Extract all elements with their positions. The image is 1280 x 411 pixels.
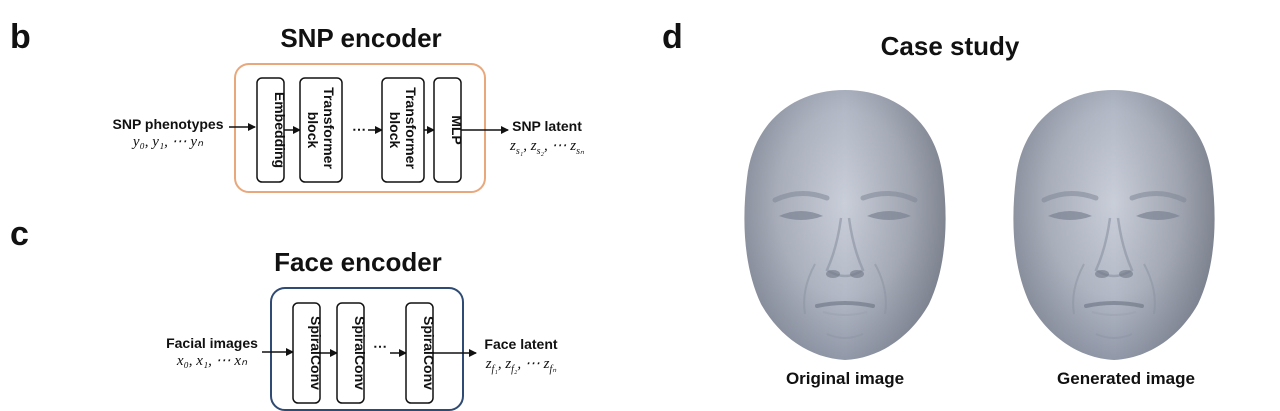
face-block-spiralconv-2-label: SpiralConv: [352, 316, 368, 390]
snp-input-math: y₀, y₁, ⋯ yₙ: [131, 134, 204, 150]
snp-block-transformer-2-line-1: Transformer: [403, 87, 419, 169]
snp-block-mlp-label: MLP: [449, 115, 465, 145]
face-encoder-container: [270, 287, 464, 411]
snp-encoder-title: SNP encoder: [280, 23, 441, 53]
panel-b: b SNP encoder SNP phenotypes y₀, y₁, ⋯ y…: [10, 18, 585, 193]
panel-d: d Case study Original image Generated im…: [662, 18, 1215, 388]
snp-dots: ⋯: [352, 121, 366, 137]
snp-block-transformer-2-line-2: block: [387, 112, 403, 149]
snp-input-label: SNP phenotypes: [113, 116, 224, 132]
face-input-math: x₀, x₁, ⋯ xₙ: [176, 353, 248, 369]
panel-b-letter: b: [10, 18, 31, 56]
panel-c: c Face encoder Facial images x₀, x₁, ⋯ x…: [10, 215, 558, 411]
face-encoder-title: Face encoder: [274, 247, 442, 277]
original-face-render-icon: [744, 90, 945, 360]
snp-block-transformer-1-line-2: block: [305, 112, 321, 149]
snp-output-label: SNP latent: [512, 118, 582, 134]
face-block-spiralconv-2: [336, 302, 365, 404]
generated-image-caption: Generated image: [1057, 369, 1195, 388]
face-block-spiralconv-3-label: SpiralConv: [421, 316, 437, 390]
panel-c-letter: c: [10, 215, 29, 253]
generated-face-render-icon: [1013, 90, 1214, 360]
face-output-math: zf₁, zf₂, ⋯ zfₙ: [485, 356, 558, 375]
snp-block-transformer-1-label: Transformer block: [305, 87, 337, 173]
face-block-spiralconv-1-label: SpiralConv: [308, 316, 324, 390]
snp-output-math: zs₁, zs₂, ⋯ zsₙ: [509, 138, 585, 157]
snp-encoder-container: [234, 63, 486, 193]
snp-block-transformer-2-label: Transformer block: [387, 87, 419, 173]
face-input-label: Facial images: [166, 335, 258, 351]
face-dots: ⋯: [373, 338, 387, 354]
snp-block-transformer-1: [299, 77, 343, 183]
snp-block-transformer-1-line-1: Transformer: [321, 87, 337, 169]
snp-block-embedding-label: Embedding: [272, 92, 288, 168]
case-study-title: Case study: [881, 31, 1020, 61]
face-output-label: Face latent: [484, 336, 557, 352]
panel-d-letter: d: [662, 18, 683, 56]
original-image-caption: Original image: [786, 369, 904, 388]
